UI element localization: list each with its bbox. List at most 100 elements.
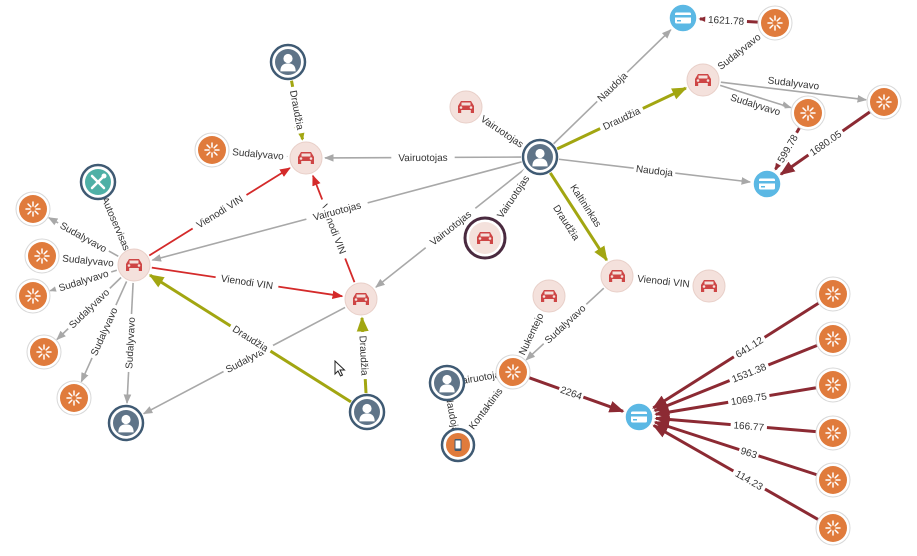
edge-label-text: 641.12 [734, 335, 766, 361]
edge-label: 963 [738, 443, 760, 462]
edge-label-bg [56, 217, 112, 256]
car-icon[interactable] [686, 63, 720, 97]
edge-olive[interactable] [549, 172, 608, 262]
edge-label-bg [58, 251, 118, 269]
edge-label-bg [727, 389, 771, 408]
accident-event-icon[interactable] [815, 415, 851, 451]
person-icon[interactable] [428, 364, 466, 402]
edge-label-bg [97, 189, 135, 257]
edge-label: 1531.38 [727, 359, 770, 386]
edge-label-bg [391, 150, 455, 164]
person-icon[interactable] [521, 138, 559, 176]
accident-event-icon[interactable] [194, 132, 230, 168]
edge-label-bg [713, 29, 765, 74]
edge-label: Sudalyvavo [122, 313, 138, 373]
car-icon[interactable] [463, 216, 507, 260]
edge-label-text: Vairuotojas [496, 174, 533, 221]
edge-label: Vienodi VIN [215, 271, 280, 293]
phone-icon[interactable] [440, 427, 476, 463]
edge-label: Vairuotojas [490, 167, 535, 226]
edge-label-bg [805, 126, 845, 159]
edge-label: Vienodi VIN [631, 271, 696, 290]
edge-label-bg [593, 68, 631, 105]
edge-label-bg [514, 308, 547, 360]
edge-label-bg [564, 176, 608, 235]
accident-event-icon[interactable] [24, 238, 60, 274]
edge-label-bg [221, 344, 268, 376]
accident-event-icon[interactable] [757, 5, 793, 41]
person-icon[interactable] [348, 393, 386, 431]
edge-label-bg [443, 392, 463, 436]
edge-label-text: Sudalyvavo [124, 317, 138, 370]
edge-label-bg [705, 12, 748, 27]
accident-event-icon[interactable] [495, 354, 531, 390]
edge-label-bg [549, 199, 585, 245]
edge-label-bg [287, 85, 308, 134]
edge-label: Draudžia [598, 103, 645, 133]
accident-event-icon[interactable] [26, 334, 62, 370]
edge-label: Vairuotojas [391, 150, 455, 164]
edge-label-bg [357, 331, 372, 380]
edge-label-bg [764, 73, 823, 92]
wrench-icon[interactable] [79, 163, 117, 201]
accident-event-icon[interactable] [56, 380, 92, 416]
car-icon[interactable] [532, 279, 566, 313]
edge-label: 641.12 [731, 332, 767, 361]
payment-card-icon[interactable] [752, 169, 782, 199]
accident-event-icon[interactable] [15, 278, 51, 314]
accident-event-icon[interactable] [815, 510, 851, 546]
accident-event-icon[interactable] [815, 367, 851, 403]
edge-gray[interactable] [720, 81, 868, 103]
car-icon[interactable] [692, 269, 726, 303]
car-icon[interactable] [600, 259, 634, 293]
edge-label-text: Sudalyvavo [58, 221, 109, 256]
accident-event-icon[interactable] [866, 84, 902, 120]
edge-label-text: Naudoja [635, 164, 674, 179]
edge-label-bg [305, 197, 369, 225]
edge-label: Vairuotojas [473, 109, 532, 153]
edge-label-bg [215, 271, 280, 292]
accident-event-icon[interactable] [815, 462, 851, 498]
car-icon[interactable] [289, 141, 323, 175]
edge-label-text: 166.77 [733, 420, 765, 434]
edge-label-bg [557, 382, 585, 402]
edge-label: Sudalyvavo [58, 251, 118, 270]
accident-event-icon[interactable] [790, 95, 826, 131]
edge-label-bg [726, 90, 785, 118]
accident-event-icon[interactable] [815, 321, 851, 357]
edge-label-bg [773, 130, 801, 167]
edge-label-text: Naudoja [596, 70, 631, 104]
accident-event-icon[interactable] [15, 191, 51, 227]
edge-label-bg [731, 466, 768, 494]
edge-label: 2264 [557, 382, 585, 403]
edge-label: Vienodi VIN [190, 190, 249, 233]
person-icon[interactable] [107, 404, 145, 442]
edge-label-bg [228, 321, 274, 355]
edge-label: 1621.78 [705, 12, 748, 28]
edge-label-text: Draudžia [550, 203, 581, 243]
edge-label-bg [473, 109, 532, 153]
payment-card-icon[interactable] [624, 402, 654, 432]
edge-label-text: Vienodi VIN [220, 274, 274, 293]
edge-label-text: 2264 [559, 385, 584, 403]
edge-label: 1069.75 [727, 389, 771, 408]
car-icon[interactable] [117, 248, 151, 282]
edge-label-text: Vairuotojas [398, 153, 447, 164]
car-icon[interactable] [449, 90, 483, 124]
car-icon[interactable] [344, 282, 378, 316]
accident-event-icon[interactable] [815, 276, 851, 312]
edge-label: Nukentejo [514, 308, 547, 360]
mouse-pointer-icon [334, 360, 346, 377]
edge-gray[interactable] [719, 84, 792, 109]
edge-maroon[interactable] [653, 420, 818, 477]
payment-card-icon[interactable] [668, 3, 698, 33]
edge-label-text: Vairuotojas [478, 114, 525, 151]
edge-label-bg [490, 167, 535, 226]
edge-label-bg [54, 266, 113, 294]
edge-label-text: Sudalyvavo [62, 253, 115, 269]
edge-label-text: 1069.75 [730, 391, 768, 408]
person-icon[interactable] [269, 43, 307, 81]
edge-label-text: Sudalyvavo [767, 75, 820, 92]
